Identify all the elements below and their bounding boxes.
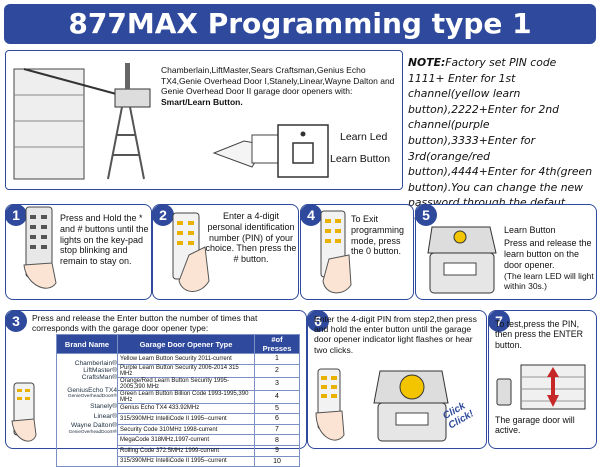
presses-cell: 10 bbox=[254, 455, 300, 467]
col-presses: #of Presses bbox=[254, 334, 300, 354]
keypad-hand-icon bbox=[320, 210, 352, 294]
learn-button-closeup bbox=[212, 124, 329, 178]
step-3-panel: 3 Press and release the Enter button the… bbox=[5, 310, 307, 467]
step-3-text: Press and release the Enter button the n… bbox=[32, 313, 258, 333]
note-prefix: NOTE: bbox=[408, 56, 446, 69]
step-5-text: Press and release the learn button on th… bbox=[504, 238, 592, 270]
type-cell: Yellow Learn Button Security 2011-curren… bbox=[117, 353, 255, 365]
step-1-panel: 1 Press and Hold the * and # buttons unt… bbox=[5, 204, 152, 300]
step-4-panel: 4 To Exit programming mode, press the 0 … bbox=[300, 204, 414, 300]
type-cell: Green Learn Button Billion Code 1993-199… bbox=[117, 389, 255, 404]
garage-door-opener-illustration bbox=[13, 63, 151, 180]
table-row: Chamberlain® LiftMaster® CraftsMan® Geni… bbox=[56, 352, 300, 467]
keypad-hand-icon bbox=[23, 206, 57, 289]
opener-unit-icon bbox=[427, 226, 497, 294]
compat-panel: Chamberlain,LiftMaster,Sears Craftsman,G… bbox=[5, 50, 403, 190]
presses-cell: 5 bbox=[254, 402, 300, 415]
step-5-panel: 5 Learn Button Press and release the lea… bbox=[415, 204, 597, 300]
keypad-hand-icon bbox=[172, 212, 210, 292]
learn-led-label: Learn Led bbox=[340, 131, 388, 143]
compat-brands: Chamberlain,LiftMaster,Sears Craftsman,G… bbox=[161, 65, 395, 96]
note: NOTE:Factory set PIN code 1111+ Enter fo… bbox=[408, 55, 596, 227]
col-brand: Brand Name bbox=[56, 334, 118, 354]
step-1-text: Press and Hold the * and # buttons until… bbox=[60, 213, 149, 267]
note-body: Factory set PIN code 1111+ Enter for 1st… bbox=[408, 56, 593, 225]
step-2-number: 2 bbox=[152, 204, 174, 226]
step-5-subtext: (The learn LED will light within 30s.) bbox=[504, 271, 594, 291]
step-2-text: Enter a 4-digit personal identification … bbox=[205, 211, 297, 265]
brand-name: LiftMaster® bbox=[83, 367, 117, 374]
brand-name: Wayne Dalton® bbox=[70, 422, 117, 429]
brand-name: Stanely® bbox=[90, 403, 117, 410]
step-6-panel: 6 Enter the 4-digit PIN from step2,then … bbox=[307, 310, 487, 449]
brand-name: CraftsMan® bbox=[81, 374, 117, 381]
step-7-number: 7 bbox=[488, 310, 510, 332]
presses-cell: 2 bbox=[254, 363, 300, 378]
presses-cell: 9 bbox=[254, 444, 300, 457]
step-6-number: 6 bbox=[307, 310, 329, 332]
step-7-panel: 7 To test,press the PIN, then press the … bbox=[488, 310, 597, 449]
brand-name: Linear® bbox=[93, 413, 117, 420]
brand-name: GenieOverheadDoorII® bbox=[68, 429, 117, 434]
step-4-number: 4 bbox=[300, 204, 322, 226]
presses-cell: 6 bbox=[254, 413, 300, 425]
step-5-number: 5 bbox=[415, 204, 437, 226]
type-cell: 315/390MHz IntelliCode II 1995--current bbox=[117, 413, 255, 425]
presses-cell: 3 bbox=[254, 376, 300, 391]
step-3-number: 3 bbox=[5, 310, 27, 332]
type-cell: MegaCode 318MHz,1997-current bbox=[117, 434, 255, 446]
type-cell: Orange/Red Learn Button Security 1995-20… bbox=[117, 376, 255, 391]
step-1-number: 1 bbox=[5, 204, 27, 226]
type-cell: 315/390MHz IntelliCode II 1995--current bbox=[117, 455, 255, 467]
smart-learn-label: Smart/Learn Button. bbox=[161, 96, 243, 107]
page-title: 877MAX Programming type 1 bbox=[4, 4, 596, 44]
opener-unit-icon bbox=[373, 370, 449, 442]
type-cell: Genius Echo TX4 433.92MHz bbox=[117, 402, 255, 415]
presses-cell: 7 bbox=[254, 423, 300, 436]
opener-type-table: Brand Name Garage Door Opener Type #of P… bbox=[56, 334, 300, 467]
garage-door-icon bbox=[496, 364, 586, 410]
type-cell: Security Code 310MHz 1998-current bbox=[117, 423, 255, 436]
col-type: Garage Door Opener Type bbox=[117, 334, 255, 354]
step-7-text: To test,press the PIN, then press the EN… bbox=[495, 319, 584, 350]
step-5-learn-label: Learn Button bbox=[504, 225, 556, 235]
keypad-hand-icon bbox=[11, 382, 37, 442]
brand-name: Chamberlain® bbox=[74, 360, 117, 367]
type-cell: Rolling Code 372.5MHz 1999-current bbox=[117, 444, 255, 457]
presses-cell: 4 bbox=[254, 389, 300, 404]
table-row: Orange/Red Learn Button Security 1995-20… bbox=[57, 376, 300, 391]
step-4-text: To Exit programming mode, press the 0 bu… bbox=[351, 214, 405, 257]
brand-cell: Chamberlain® LiftMaster® CraftsMan® Geni… bbox=[56, 352, 118, 467]
type-cell: Purple Learn Button Security 2006-2014 3… bbox=[117, 363, 255, 378]
keypad-hand-icon bbox=[315, 368, 345, 441]
brand-name: GeniusEcho TX4 bbox=[67, 387, 117, 394]
table-row: Green Learn Button Billion Code 1993-199… bbox=[57, 389, 300, 404]
step-6-text: Enter the 4-digit PIN from step2,then pr… bbox=[314, 314, 477, 355]
compat-text: Chamberlain,LiftMaster,Sears Craftsman,G… bbox=[161, 65, 397, 107]
learn-button-label: Learn Button bbox=[330, 153, 391, 165]
step-7-result: The garage door will active. bbox=[495, 415, 575, 436]
brand-name: GenieOverheadDoorI® bbox=[67, 394, 117, 399]
presses-cell: 8 bbox=[254, 434, 300, 446]
step-2-panel: 2 Enter a 4-digit personal identificatio… bbox=[152, 204, 299, 300]
presses-cell: 1 bbox=[254, 353, 300, 365]
